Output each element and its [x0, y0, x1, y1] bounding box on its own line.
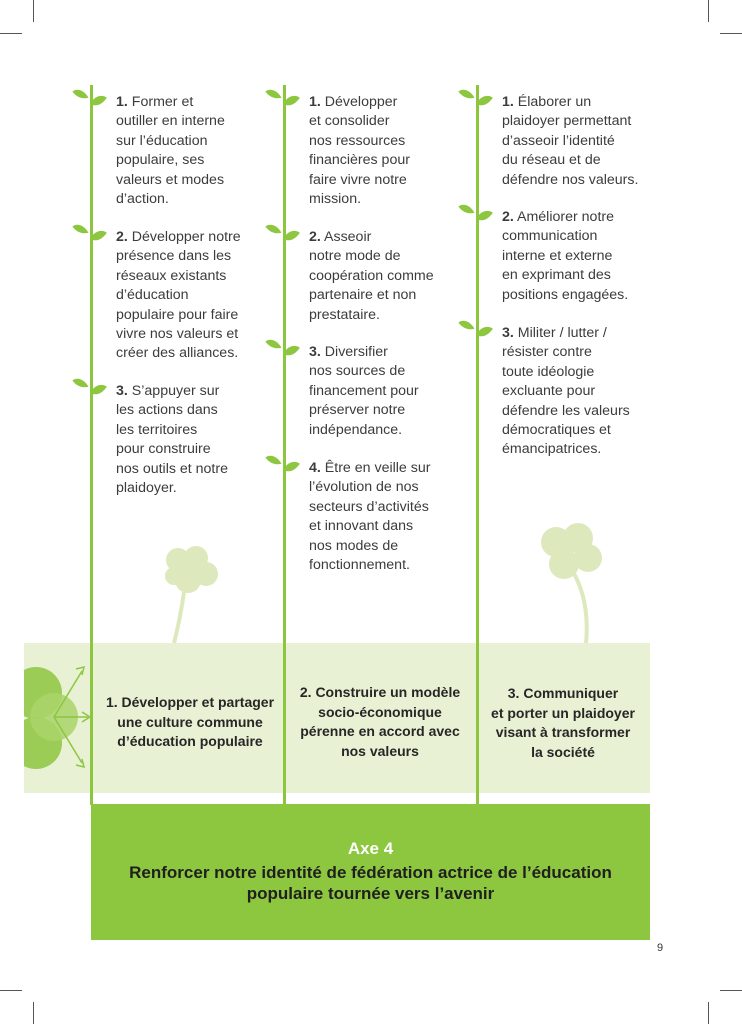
crop-mark: [0, 33, 22, 34]
stem-line: [283, 85, 286, 805]
clover-icon: [165, 546, 218, 644]
stem-line: [90, 85, 93, 805]
clover-icon: [541, 523, 602, 644]
column-1-item-2: 2. Développer notre présence dans les ré…: [116, 229, 241, 362]
column-3-item-2: 2. Améliorer notre communication interne…: [502, 209, 629, 303]
column-2-item-1: 1. Développer et consolider nos ressourc…: [309, 94, 410, 208]
column-3-item-3: 3. Militer / lutter / résister contre to…: [502, 325, 630, 458]
axis-label: Axe 4: [347, 839, 394, 858]
column-1-item-1: 1. Former et outiller en interne sur l’é…: [116, 94, 225, 208]
stem-line: [476, 85, 479, 805]
page-number: 9: [657, 942, 664, 954]
leaf-icon: [458, 89, 493, 106]
leaf-icon: [265, 224, 300, 241]
crop-mark: [720, 990, 742, 991]
crop-mark: [0, 990, 22, 991]
leaf-icon: [72, 89, 107, 106]
leaf-icon: [265, 455, 300, 472]
leaf-icon: [72, 224, 107, 241]
objective-2: 2. Construire un modèle socio-économique…: [299, 684, 461, 759]
column-3-item-1: 1. Élaborer un plaidoyer permettant d’as…: [502, 94, 639, 188]
leaf-icon: [72, 378, 107, 395]
objectives-band: [24, 643, 650, 793]
leaf-icon: [458, 320, 493, 337]
crop-mark: [33, 0, 34, 22]
objective-1: 1. Développer et partager une culture co…: [105, 694, 275, 749]
crop-mark: [708, 1002, 709, 1024]
leaf-icon: [458, 204, 493, 221]
column-2-item-4: 4. Être en veille sur l’évolution de nos…: [309, 460, 431, 574]
crop-mark: [720, 33, 742, 34]
column-2-item-3: 3. Diversifier nos sources de financemen…: [309, 344, 419, 438]
crop-mark: [33, 1002, 34, 1024]
leaf-icon: [265, 89, 300, 106]
crop-mark: [708, 0, 709, 22]
clover-arrows-icon: [24, 665, 92, 769]
leaf-icon: [265, 339, 300, 356]
axis-title: Renforcer notre identité de fédération a…: [129, 863, 612, 903]
column-1-item-3: 3. S’appuyer sur les actions dans les te…: [116, 383, 228, 497]
axis-box: Axe 4 Renforcer notre identité de fédéra…: [91, 804, 650, 940]
column-2-item-2: 2. Asseoir notre mode de coopération com…: [309, 229, 434, 323]
objective-3: 3. Communiquer et porter un plaidoyer vi…: [491, 685, 635, 760]
